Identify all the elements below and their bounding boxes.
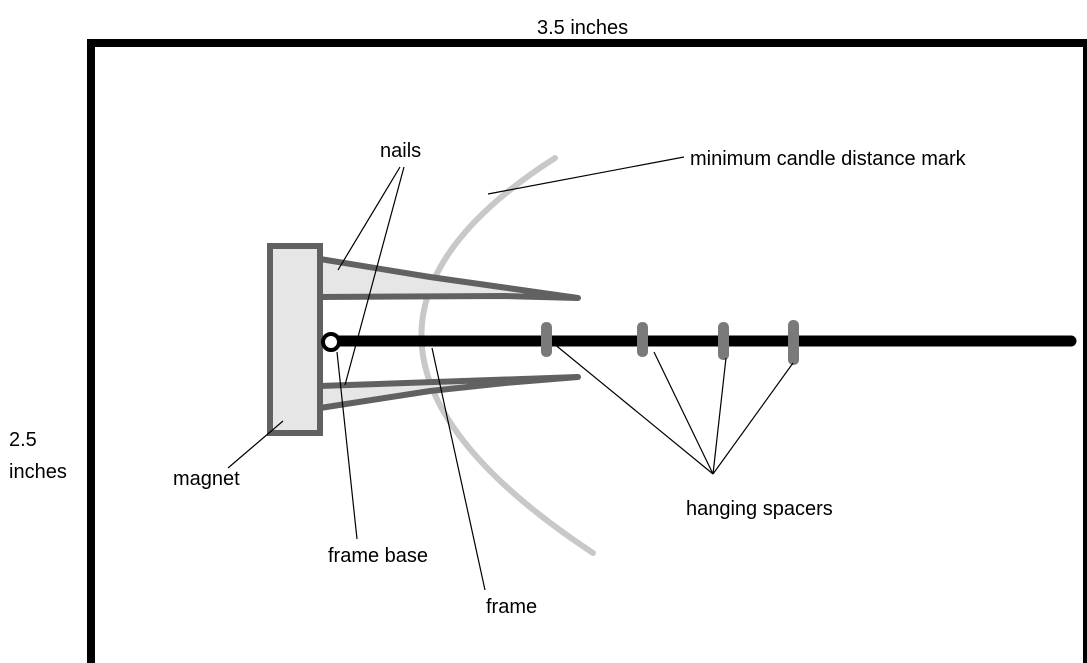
height-dimension-label-line2: inches bbox=[9, 461, 67, 483]
frame-base-label: frame base bbox=[328, 545, 428, 567]
magnet-block bbox=[267, 243, 323, 436]
lower-nail bbox=[317, 374, 581, 411]
leader-nails-upper bbox=[337, 166, 401, 271]
leader-lines bbox=[227, 156, 794, 591]
magnet-label: magnet bbox=[173, 468, 240, 490]
leader-spacer-2 bbox=[653, 351, 714, 475]
leader-spacer-1 bbox=[552, 342, 714, 475]
frame-base-ring bbox=[321, 332, 341, 352]
frame-label: frame bbox=[486, 596, 537, 618]
leader-spacer-3 bbox=[712, 357, 727, 475]
leader-spacer-4 bbox=[712, 362, 794, 475]
leader-nails-lower bbox=[344, 166, 405, 386]
hanging-spacer-2 bbox=[637, 322, 648, 357]
upper-nail bbox=[317, 256, 581, 301]
hanging-spacer-1 bbox=[541, 322, 552, 357]
leader-frame bbox=[431, 347, 486, 591]
height-dimension-label-line1: 2.5 bbox=[9, 429, 37, 451]
min-candle-mark-label: minimum candle distance mark bbox=[690, 148, 967, 170]
hanging-spacer-4 bbox=[788, 320, 799, 365]
leader-frame-base bbox=[336, 351, 358, 540]
nails-label: nails bbox=[380, 140, 421, 162]
leader-magnet bbox=[227, 420, 284, 469]
width-dimension-label: 3.5 inches bbox=[537, 17, 628, 39]
minimum-candle-distance-arc bbox=[418, 155, 596, 556]
hanging-spacers-label: hanging spacers bbox=[686, 498, 833, 520]
outer-border bbox=[87, 39, 1087, 663]
hanging-spacer-3 bbox=[718, 322, 729, 360]
leader-min-candle-mark bbox=[487, 156, 685, 195]
